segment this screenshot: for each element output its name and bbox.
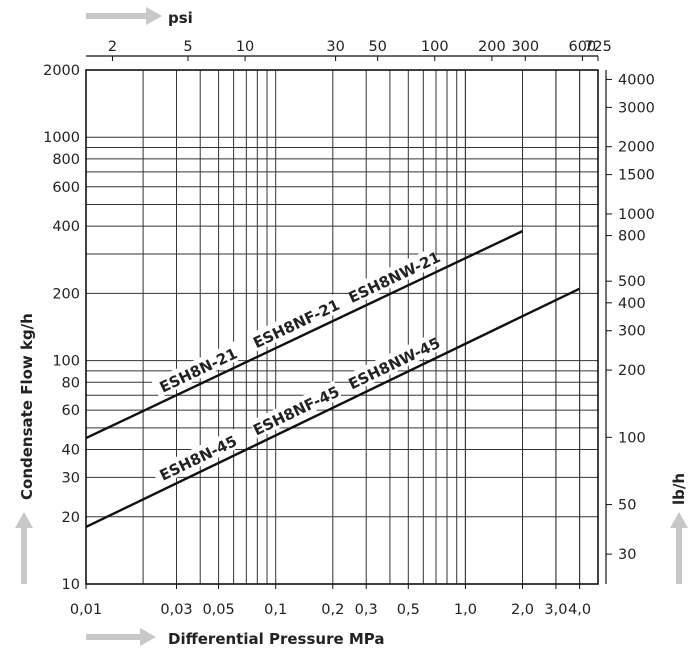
series-label: ESH8NW-45: [346, 334, 443, 394]
y-tick-label: 60: [62, 403, 80, 419]
y-tick-label: 80: [62, 375, 80, 391]
y2-tick-label: 1500: [618, 168, 655, 184]
x2-tick-label: 600: [569, 39, 597, 55]
x-axis-title: Differential Pressure MPa: [168, 630, 385, 648]
x2-tick-label: 100: [421, 39, 449, 55]
y2-tick-label: 2000: [618, 140, 655, 156]
psi-arrow-icon: [86, 7, 162, 25]
x-tick-label: 0,2: [321, 602, 344, 618]
x2-tick-label: 30: [326, 39, 344, 55]
series-label-background: [347, 247, 441, 305]
plot-frame: [85, 69, 599, 585]
x-tick-label: 0,5: [397, 602, 420, 618]
x-tick-label: 0,3: [355, 602, 378, 618]
x2-tick-label: 725: [584, 39, 612, 55]
y-tick-label: 200: [52, 286, 80, 302]
x2-tick-label: 300: [511, 39, 539, 55]
y-tick-label: 1000: [43, 130, 80, 146]
y2-tick-label: 50: [618, 498, 636, 514]
y2-tick-label: 200: [618, 363, 646, 379]
y-tick-label: 800: [52, 152, 80, 168]
series-label-background: [151, 427, 245, 486]
y-tick-label: 2000: [43, 63, 80, 79]
x2-axis-title: psi: [168, 9, 193, 27]
x-tick-label: 0,01: [70, 602, 102, 618]
x-tick-label: 0,03: [160, 602, 192, 618]
x-tick-label: 4,0: [568, 602, 591, 618]
x-tick-label: 0,05: [202, 602, 234, 618]
series-label-background: [151, 340, 245, 398]
x2-tick-label: 10: [236, 39, 254, 55]
y2-tick-label: 30: [618, 547, 636, 563]
y2-tick-label: 400: [618, 296, 646, 312]
y2-tick-label: 1000: [618, 207, 655, 223]
x-tick-label: 3,0: [544, 602, 567, 618]
series-label: ESH8NW-21: [346, 248, 444, 307]
x2-tick-label: 200: [478, 39, 506, 55]
x2-tick-label: 5: [183, 39, 192, 55]
y2-tick-label: 500: [618, 274, 646, 290]
x-tick-label: 1,0: [454, 602, 477, 618]
x2-tick-label: 2: [108, 39, 117, 55]
x-tick-label: 0,1: [264, 602, 287, 618]
y-tick-label: 100: [52, 354, 80, 370]
y2-tick-label: 3000: [618, 100, 655, 116]
series-label-background: [249, 380, 343, 439]
y2-axis-arrow-icon: [670, 512, 688, 584]
y-tick-label: 40: [62, 443, 80, 459]
y-axis-arrow-icon: [15, 512, 33, 584]
y2-axis-title: lb/h: [670, 473, 688, 505]
series-label-background: [347, 333, 441, 392]
y-tick-label: 30: [62, 470, 80, 486]
y-tick-label: 600: [52, 180, 80, 196]
series-label-background: [249, 293, 343, 352]
y-tick-label: 10: [62, 577, 80, 593]
y-tick-label: 20: [62, 510, 80, 526]
y2-tick-label: 100: [618, 430, 646, 446]
series-line: [85, 230, 524, 440]
x-tick-label: 2,0: [511, 602, 534, 618]
y-axis-title: Condensate Flow kg/h: [18, 313, 36, 500]
mpa-arrow-icon: [86, 628, 156, 646]
y2-tick-label: 4000: [618, 72, 655, 88]
y-tick-label: 400: [52, 219, 80, 235]
y2-tick-label: 800: [618, 229, 646, 245]
series-line: [85, 287, 581, 529]
x2-tick-label: 50: [368, 39, 386, 55]
y2-tick-label: 300: [618, 324, 646, 340]
